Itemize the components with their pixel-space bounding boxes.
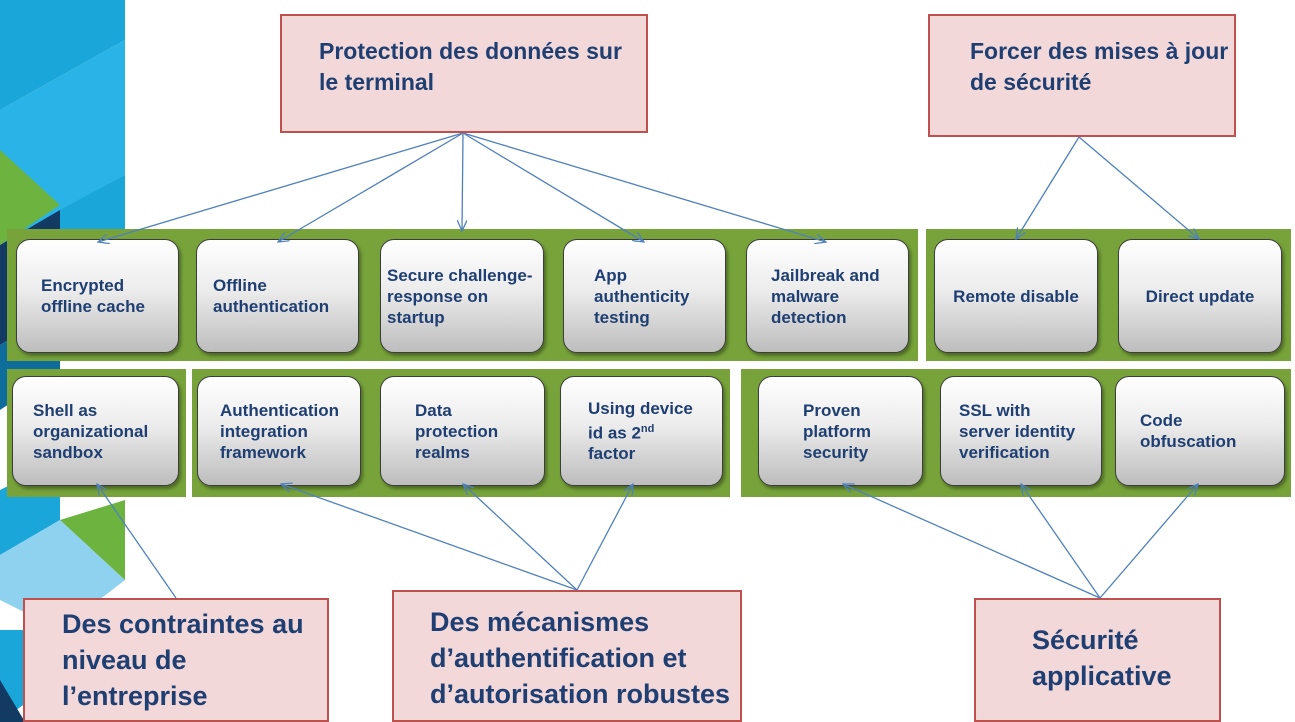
callout-protection-donnees: Protection des données sur le terminal	[280, 14, 648, 133]
box-proven-platform-security: Proven platform security	[758, 376, 923, 486]
arrow-updates-to-direct-update	[1078, 136, 1199, 239]
box-data-protection-realms: Data protection realms	[380, 376, 545, 486]
arrow-protection-to-app-authenticity	[462, 132, 644, 242]
box-encrypted-offline-cache: Encrypted offline cache	[16, 239, 179, 353]
box-label: Proven platform security	[803, 400, 871, 462]
arrow-appsec-to-platform-security	[843, 484, 1101, 599]
callout-text: Sécurité applicative	[1032, 625, 1172, 691]
arrow-protection-to-secure-challenge	[462, 132, 463, 231]
box-label: Shell as organizational sandbox	[33, 400, 149, 462]
arrow-protection-to-offline-auth	[278, 132, 464, 242]
callout-text: Forcer des mises à jour de sécurité	[970, 38, 1229, 95]
callout-text: Protection des données sur le terminal	[319, 38, 622, 95]
box-label: Remote disable	[953, 286, 1079, 306]
box-label: Code obfuscation	[1140, 411, 1237, 451]
arrow-protection-to-jailbreak	[462, 132, 826, 242]
arrow-protection-to-encrypted-cache	[98, 132, 464, 242]
arrow-enterprise-to-shell-sandbox	[97, 484, 177, 599]
box-offline-authentication: Offline authentication	[196, 239, 359, 353]
arrow-appsec-to-code-obfuscation	[1099, 484, 1198, 599]
arrow-updates-to-remote-disable	[1016, 136, 1080, 239]
box-label: Data protection realms	[415, 400, 499, 462]
box-secure-challenge-response: Secure challenge-response on startup	[380, 239, 544, 353]
callout-contraintes-entreprise: Des contraintes au niveau de l’entrepris…	[23, 598, 329, 722]
box-device-id-second-factor: Using device id as 2nd factor	[560, 376, 723, 486]
arrow-auth-to-auth-framework	[281, 484, 578, 591]
box-code-obfuscation: Code obfuscation	[1115, 376, 1285, 486]
arrow-auth-to-device-id	[576, 484, 633, 591]
callout-text: Des mécanismes d’authentification et d’a…	[430, 607, 731, 709]
box-label: Offline authentication	[213, 276, 330, 316]
callout-mecanismes-authentification: Des mécanismes d’authentification et d’a…	[392, 590, 742, 722]
box-authentication-integration-framework: Authentication integration framework	[197, 376, 361, 486]
box-ssl-server-identity-verification: SSL with server identity verification	[940, 376, 1102, 486]
callout-mises-a-jour: Forcer des mises à jour de sécurité	[928, 14, 1236, 137]
box-label: App authenticity testing	[594, 265, 690, 327]
box-app-authenticity-testing: App authenticity testing	[563, 239, 726, 353]
box-direct-update: Direct update	[1118, 239, 1282, 353]
arrow-appsec-to-ssl-verification	[1021, 484, 1101, 599]
box-label: Secure challenge-response on startup	[387, 265, 533, 327]
box-label: Encrypted offline cache	[41, 276, 145, 316]
callout-text: Des contraintes au niveau de l’entrepris…	[62, 609, 304, 711]
box-shell-organizational-sandbox: Shell as organizational sandbox	[12, 376, 179, 486]
box-label: SSL with server identity verification	[959, 400, 1076, 462]
box-label: Using device id as 2nd factor	[588, 398, 693, 464]
box-jailbreak-malware-detection: Jailbreak and malware detection	[746, 239, 909, 353]
box-label: Authentication integration framework	[220, 400, 339, 462]
box-remote-disable: Remote disable	[934, 239, 1098, 353]
box-label: Jailbreak and malware detection	[771, 265, 880, 327]
arrow-auth-to-data-realms	[463, 484, 578, 591]
box-label: Direct update	[1145, 286, 1255, 306]
callout-securite-applicative: Sécurité applicative	[974, 598, 1221, 722]
